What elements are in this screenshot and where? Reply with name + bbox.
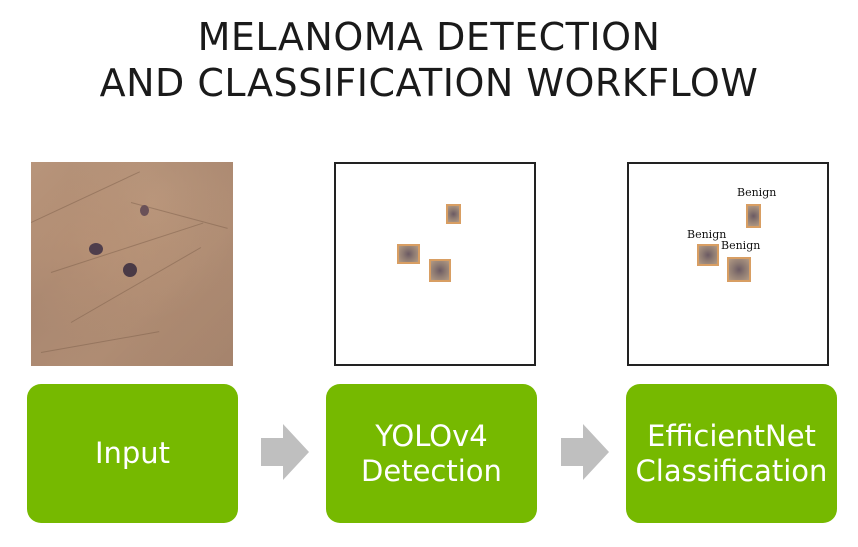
step-input: Input <box>27 384 238 523</box>
right-arrow-icon <box>561 424 609 480</box>
detection-result-panel <box>334 162 536 366</box>
detection-box <box>746 204 761 228</box>
detection-box <box>397 244 420 264</box>
mole <box>123 263 137 277</box>
title-line-2: AND CLASSIFICATION WORKFLOW <box>99 61 759 105</box>
skin-crease <box>40 331 160 353</box>
classification-label: Benign <box>737 186 777 199</box>
detection-box <box>697 244 719 266</box>
step-label-line-2: Classification <box>635 453 828 488</box>
step-label-line-2: Detection <box>361 453 502 488</box>
title-line-1: MELANOMA DETECTION <box>197 15 661 59</box>
step-label-line-1: EfficientNet <box>647 418 816 453</box>
mole <box>140 205 149 216</box>
detection-box <box>727 257 751 282</box>
skin-crease <box>31 171 140 223</box>
step-efficientnet-classification: EfficientNet Classification <box>626 384 837 523</box>
detection-box <box>429 259 451 282</box>
step-yolov4-detection: YOLOv4 Detection <box>326 384 537 523</box>
right-arrow-icon <box>261 424 309 480</box>
step-label-line-1: YOLOv4 <box>375 418 488 453</box>
mole <box>89 243 103 255</box>
diagram-title: MELANOMA DETECTION AND CLASSIFICATION WO… <box>0 14 858 106</box>
classification-label: Benign <box>687 228 727 241</box>
classification-result-panel: Benign Benign Benign <box>627 162 829 366</box>
classification-label: Benign <box>721 239 761 252</box>
step-label: Input <box>94 436 171 470</box>
detection-box <box>446 204 461 224</box>
input-skin-image <box>31 162 233 366</box>
